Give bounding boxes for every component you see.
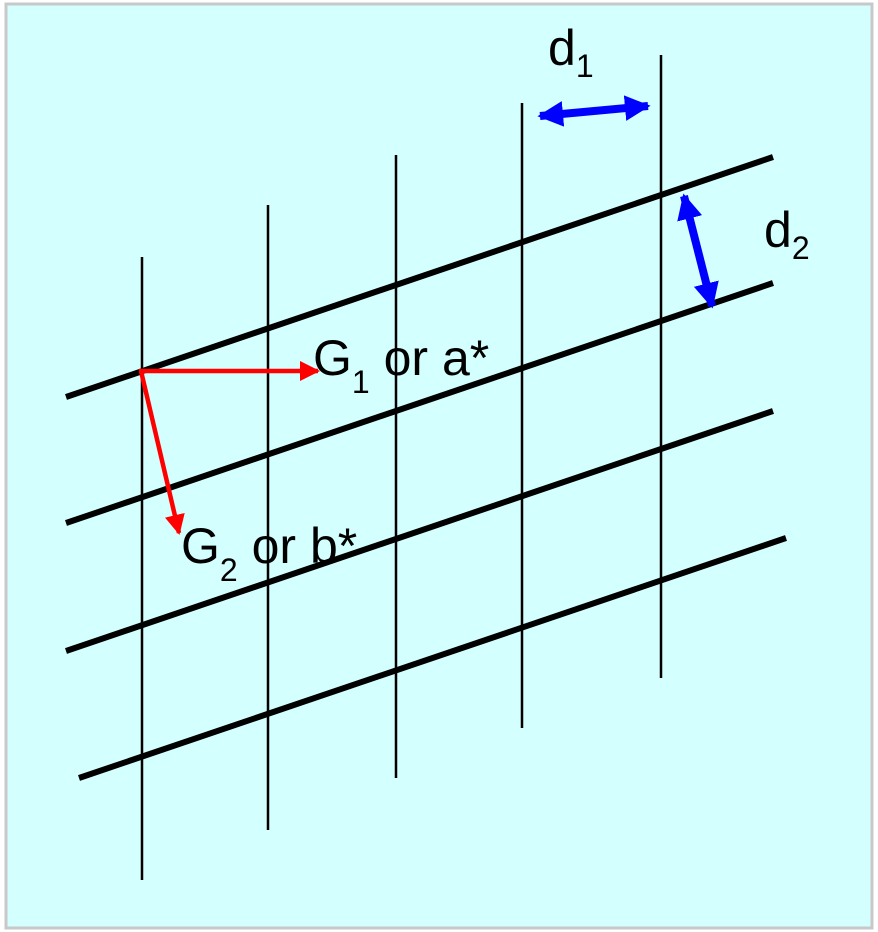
diagram-background [4, 2, 874, 930]
plane-line-2-b [65, 280, 774, 526]
spacing-arrows [537, 95, 719, 309]
g1-label-main: G [313, 330, 352, 386]
plane-line-2-a [65, 154, 774, 400]
d1-label-sub: 1 [576, 48, 594, 84]
plane-line-2-d [78, 535, 787, 781]
g1-label-rest: or a* [370, 330, 490, 386]
g2-vector-arrow [138, 370, 185, 535]
d2-label-sub: 2 [792, 230, 810, 266]
d2-label: d2 [764, 202, 810, 266]
g2-label-sub: 2 [220, 552, 238, 588]
d1-spacing-arrow [537, 95, 651, 127]
d1-label: d1 [548, 20, 594, 84]
plane-line-2-c [65, 408, 774, 654]
g1-label-sub: 1 [352, 364, 370, 400]
g2-label-rest: or b* [238, 518, 358, 574]
d2-label-main: d [764, 202, 792, 258]
g1-label: G1 or a* [313, 330, 489, 400]
d2-spacing-arrow [677, 193, 719, 309]
g2-label-main: G [181, 518, 220, 574]
g2-label: G2 or b* [181, 518, 357, 588]
plane-family-2 [65, 154, 787, 781]
plane-family-1 [140, 55, 663, 880]
d1-label-main: d [548, 20, 576, 76]
reciprocal-vectors [138, 360, 321, 535]
